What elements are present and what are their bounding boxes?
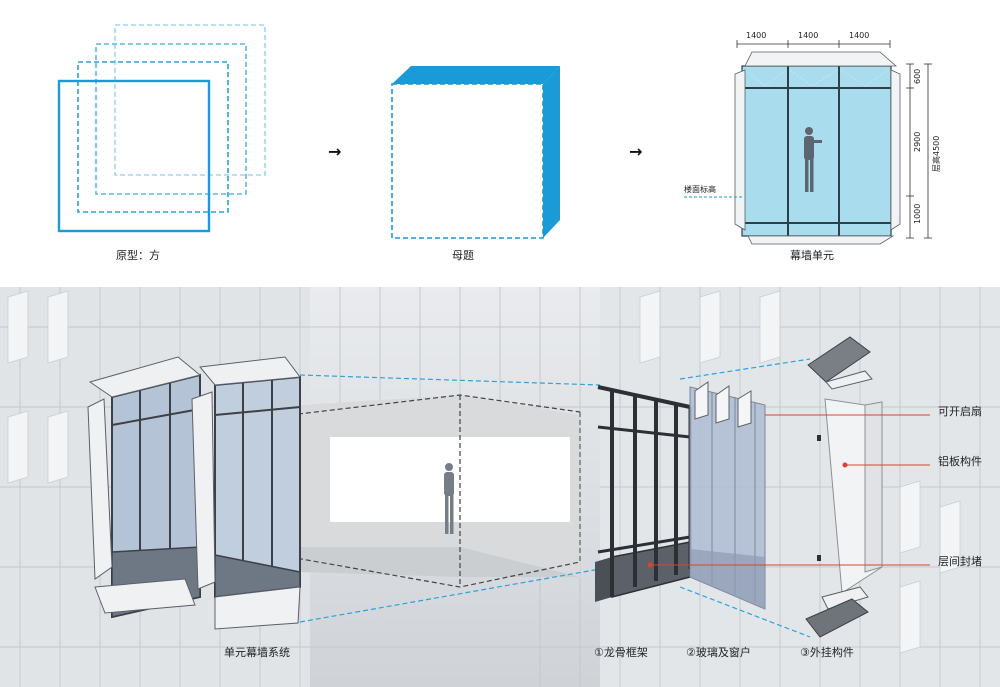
top-dim-2: 1400 xyxy=(798,31,819,40)
right-dim-2900: 2900 xyxy=(913,131,922,152)
person-figure-2 xyxy=(444,463,454,534)
prototype-label: 原型：方 xyxy=(116,249,160,262)
callout-aluminum-panel: 铝板构件 xyxy=(938,455,982,468)
top-dim-1: 1400 xyxy=(746,31,767,40)
top-dim-3: 1400 xyxy=(849,31,870,40)
arrow-icon-2: → xyxy=(629,142,643,161)
keel-frame xyxy=(595,385,692,602)
floor-level-label: 楼面标高 xyxy=(684,185,716,194)
right-dim-600: 600 xyxy=(913,68,922,84)
facade-render xyxy=(0,287,1000,687)
floor-height-label: 层高4500 xyxy=(932,135,941,172)
person-figure xyxy=(804,127,822,192)
interior-room xyxy=(289,394,581,588)
motif-label: 母题 xyxy=(452,249,474,262)
system-label: 单元幕墙系统 xyxy=(224,646,290,659)
hanging-components xyxy=(805,336,883,638)
arrow-icon-1: → xyxy=(328,142,342,161)
hanging-label: ③外挂构件 xyxy=(800,646,854,659)
glass-and-windows xyxy=(689,381,766,610)
frame-label: ①龙骨框架 xyxy=(594,646,648,659)
callout-openable-sash: 可开启扇 xyxy=(938,405,982,418)
facade-render-panel: 可开启扇 铝板构件 层间封堵 单元幕墙系统 ①龙骨框架 ②玻璃及窗户 ③外挂构件 xyxy=(0,287,1000,687)
prototype-squares xyxy=(57,24,266,233)
right-dim-1000: 1000 xyxy=(913,203,922,224)
motif-cube xyxy=(391,66,560,239)
curtain-wall-unit xyxy=(684,40,932,245)
unit-curtain-wall-system xyxy=(87,356,301,630)
callout-floor-seal: 层间封堵 xyxy=(938,555,982,568)
top-diagram xyxy=(57,24,932,245)
glass-label: ②玻璃及窗户 xyxy=(686,646,751,659)
unit-label: 幕墙单元 xyxy=(790,249,834,262)
